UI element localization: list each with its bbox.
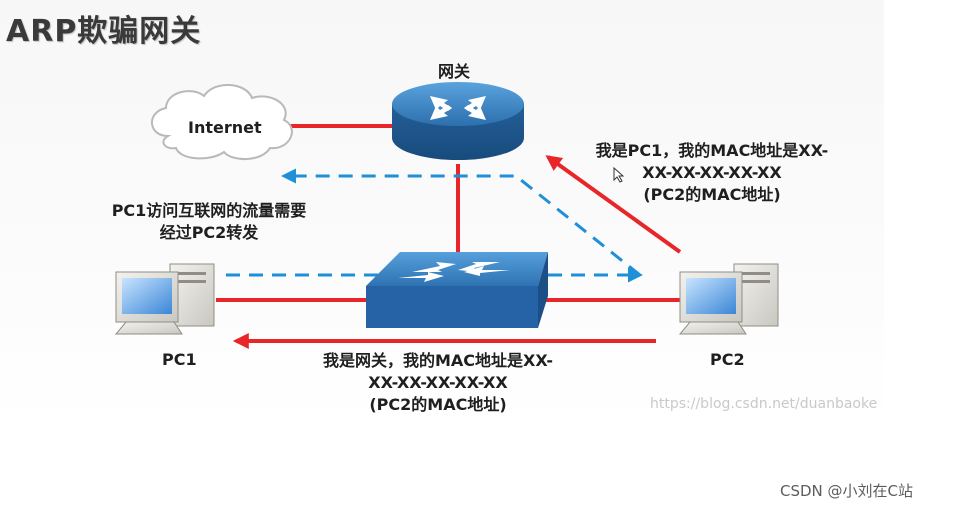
switch-icon [366, 252, 548, 328]
pc1-label: PC1 [162, 350, 197, 369]
arp-reply-to-pc1-line-2: XX-XX-XX-XX-XX [368, 373, 508, 392]
pc1-traffic-note: PC1访问互联网的流量需要 经过PC2转发 [84, 200, 334, 244]
dashed-flow-pc2-to-internet [281, 168, 641, 277]
arp-reply-to-pc1-line-1: 我是网关，我的MAC地址是XX- [322, 351, 554, 370]
slide-title: ARP欺骗网关 [6, 14, 202, 49]
arp-reply-to-gateway-line-2: XX-XX-XX-XX-XX [642, 163, 782, 182]
arp-spoof-arrows [232, 155, 682, 349]
pc1-computer-icon [114, 263, 215, 335]
gateway-label: 网关 [438, 62, 471, 81]
pc1-traffic-note-line-1: PC1访问互联网的流量需要 [111, 201, 307, 220]
arp-arrow-pc2-to-gateway [545, 155, 682, 254]
slide: ARP欺骗网关 [0, 0, 884, 424]
arp-reply-to-gateway-note: 我是PC1，我的MAC地址是XX- XX-XX-XX-XX-XX (PC2的MA… [562, 140, 862, 206]
network-diagram [114, 82, 779, 349]
internet-label: Internet [188, 118, 262, 137]
mouse-cursor-icon [613, 166, 625, 183]
gateway-router-icon [392, 82, 524, 160]
pc2-computer-icon [678, 263, 779, 335]
arp-reply-to-gateway-line-1: 我是PC1，我的MAC地址是XX- [595, 141, 829, 160]
pc1-traffic-note-line-2: 经过PC2转发 [159, 223, 259, 242]
arp-reply-to-pc1-note: 我是网关，我的MAC地址是XX- XX-XX-XX-XX-XX (PC2的MAC… [288, 350, 588, 416]
pc2-label: PC2 [710, 350, 745, 369]
physical-links [216, 124, 680, 302]
blog-url-watermark: https://blog.csdn.net/duanbaoke [650, 396, 878, 412]
arp-reply-to-gateway-line-3: (PC2的MAC地址) [643, 185, 781, 204]
csdn-credit: CSDN @小刘在C站 [780, 482, 914, 500]
internet-cloud [151, 83, 293, 160]
arp-reply-to-pc1-line-3: (PC2的MAC地址) [369, 395, 507, 414]
